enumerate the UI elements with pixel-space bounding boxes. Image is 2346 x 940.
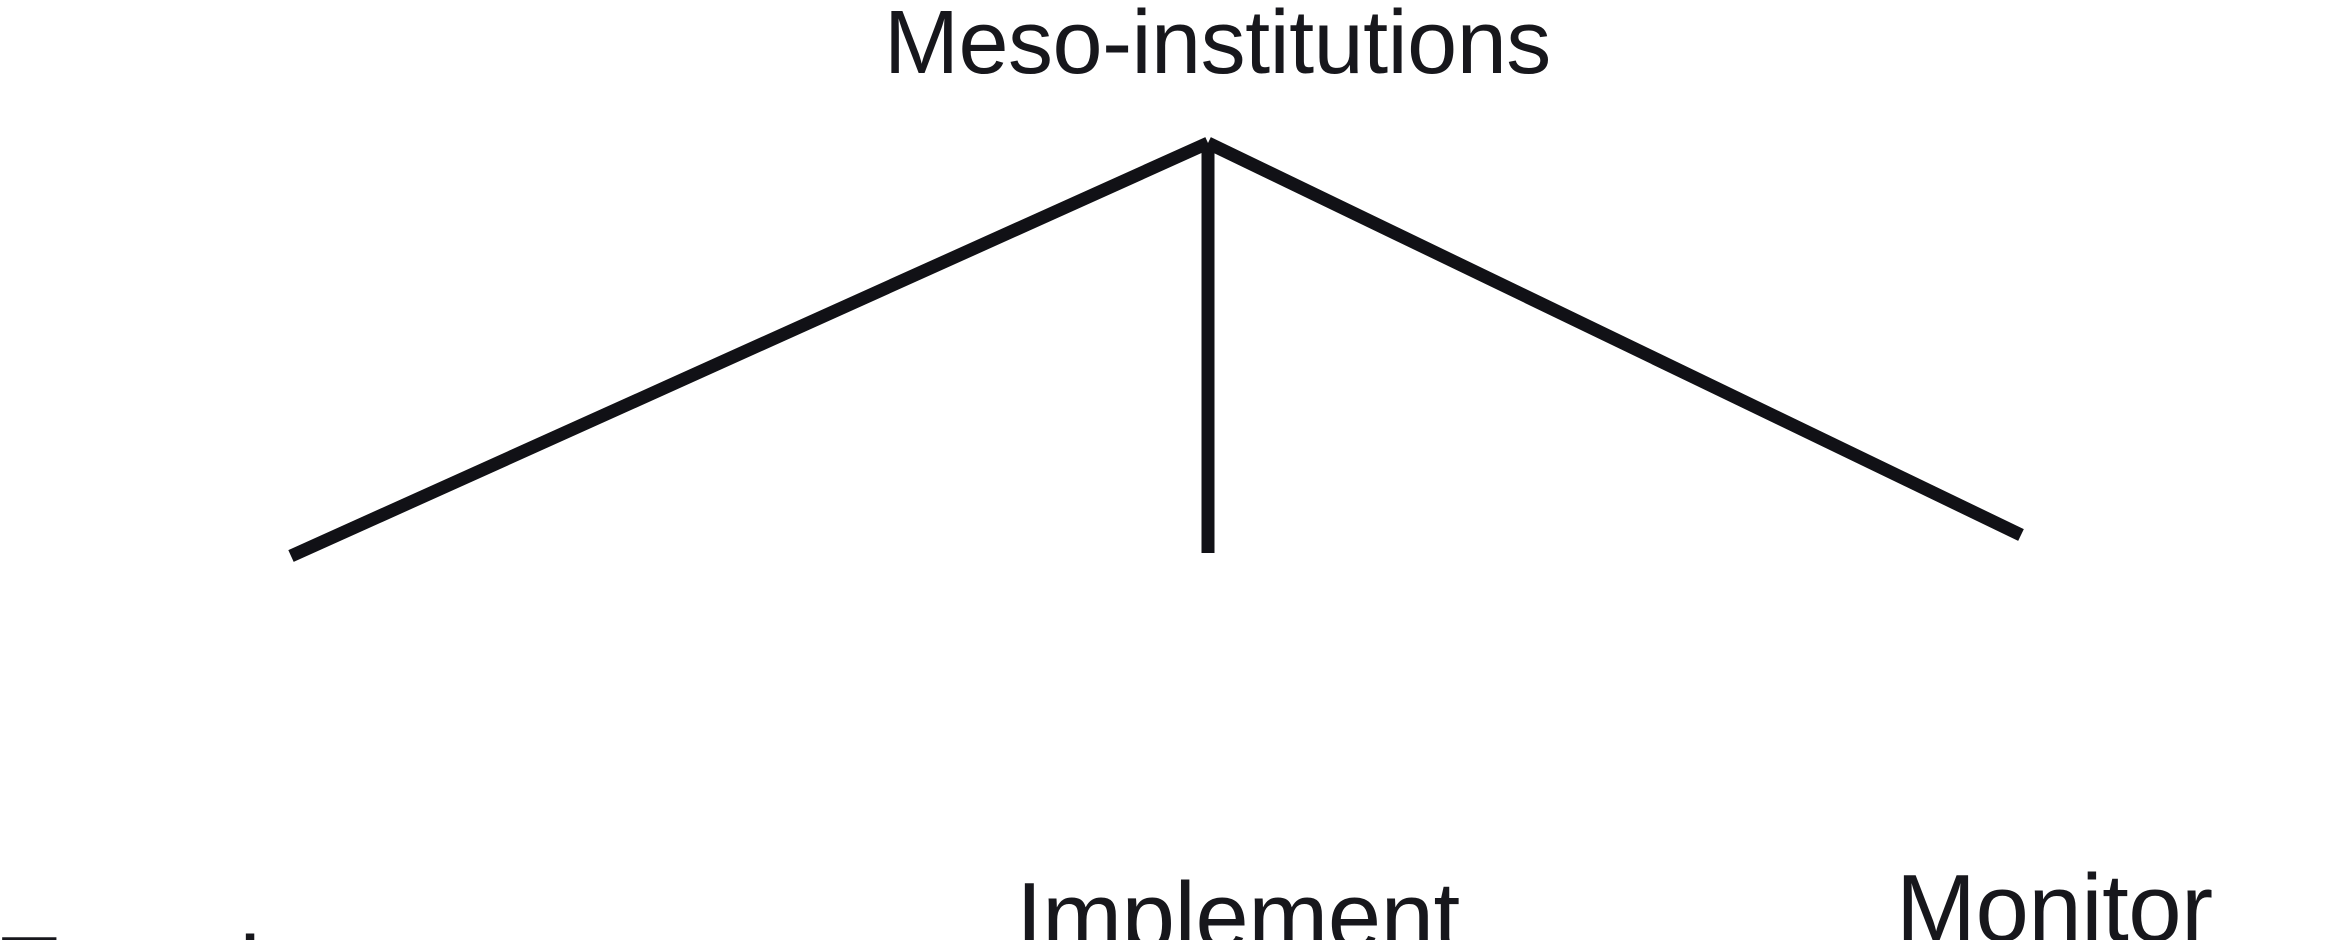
leaf-implement-line-1: Implement [1016,863,1460,940]
leaf-node-translate-and-allocate: Translate and allocate [0,676,512,940]
edge-root-to-monitor-line [1205,137,2024,541]
leaf-monitor-line-1: Monitor [1896,855,2213,940]
root-node-label: Meso-institutions [884,0,1551,93]
leaf-node-monitor-and-incentivize: Monitor and incentivize [1896,614,2339,940]
leaf-node-implement: Implement [1016,622,1460,940]
edge-root-to-translate-line [288,137,1211,562]
leaf-translate-line-1: Translate [0,912,512,940]
